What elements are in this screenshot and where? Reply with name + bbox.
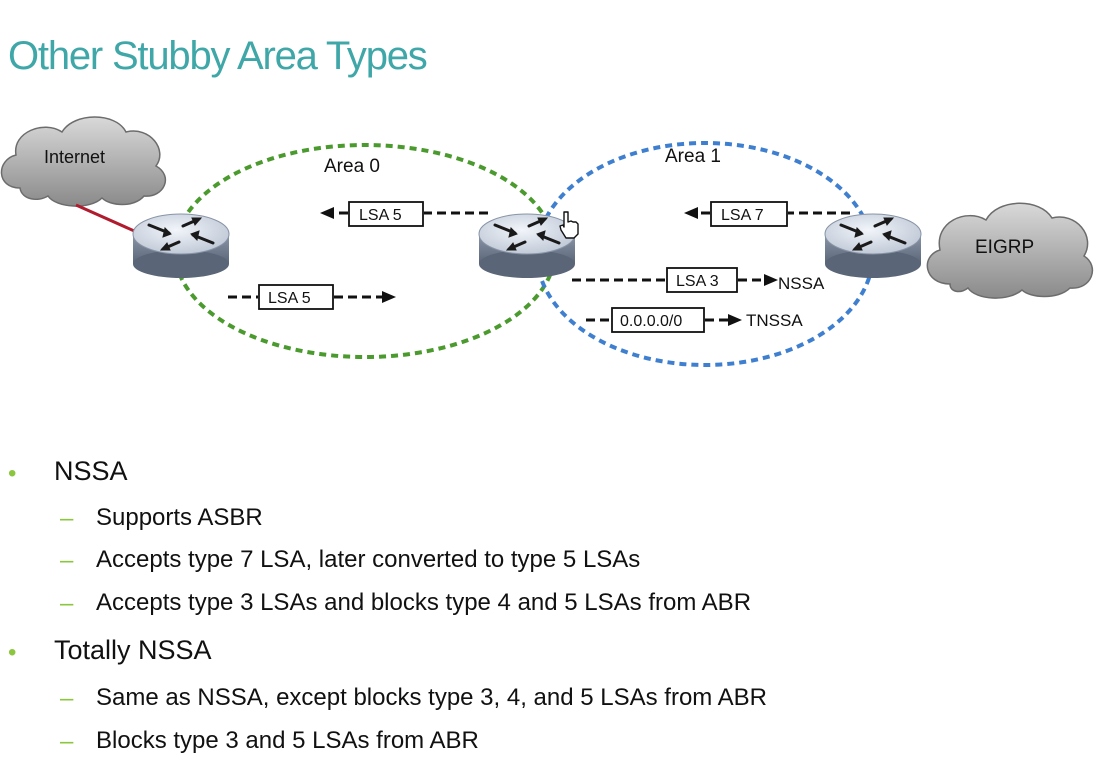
area1-boundary xyxy=(535,141,875,367)
lsa5-bottom-flow: LSA 5 xyxy=(228,284,396,310)
bullet-marker: • xyxy=(8,460,17,487)
sub-bullet-item: Supports ASBR xyxy=(96,504,263,531)
router-asbr-icon xyxy=(823,212,923,280)
default-route-flow: 0.0.0.0/0 TNSSA xyxy=(586,307,803,333)
sub-bullet-dash: – xyxy=(60,590,74,617)
eigrp-label: EIGRP xyxy=(975,237,1034,258)
sub-bullet-item: Accepts type 7 LSA, later converted to t… xyxy=(96,546,641,573)
lsa5-bottom-label: LSA 5 xyxy=(268,290,311,307)
hand-cursor-icon xyxy=(559,211,579,239)
router-internet-icon xyxy=(131,212,231,280)
lsa3-label: LSA 3 xyxy=(676,273,719,290)
bullet-totally-nssa: Totally NSSA xyxy=(54,635,212,665)
sub-bullet-item: Accepts type 3 LSAs and blocks type 4 an… xyxy=(96,589,752,616)
eigrp-cloud: EIGRP xyxy=(926,202,1094,299)
area0-label: Area 0 xyxy=(324,156,380,177)
bullet-marker: • xyxy=(8,639,17,666)
nssa-label: NSSA xyxy=(778,274,825,293)
sub-bullet-item: Blocks type 3 and 5 LSAs from ABR xyxy=(96,727,479,754)
lsa5-top-flow: LSA 5 xyxy=(320,201,488,227)
internet-label: Internet xyxy=(44,147,105,167)
default-route-label: 0.0.0.0/0 xyxy=(620,313,682,330)
area1-label: Area 1 xyxy=(665,146,721,167)
lsa7-label: LSA 7 xyxy=(721,207,764,224)
lsa7-flow: LSA 7 xyxy=(684,201,850,227)
tnssa-label: TNSSA xyxy=(746,311,803,330)
sub-bullet-dash: – xyxy=(60,685,74,712)
lsa5-top-label: LSA 5 xyxy=(359,207,402,224)
slide-title: Other Stubby Area Types xyxy=(8,34,428,78)
bullet-nssa: NSSA xyxy=(54,456,128,486)
internet-cloud: Internet xyxy=(0,116,167,207)
sub-bullet-item: Same as NSSA, except blocks type 3, 4, a… xyxy=(96,684,767,711)
sub-bullet-dash: – xyxy=(60,728,74,755)
lsa3-flow: LSA 3 NSSA xyxy=(572,267,825,293)
ospf-diagram: Area 0 Area 1 Internet EIGRP LSA 5 L xyxy=(0,116,1094,367)
router-abr-icon xyxy=(477,212,577,280)
sub-bullet-dash: – xyxy=(60,547,74,574)
sub-bullet-dash: – xyxy=(60,505,74,532)
